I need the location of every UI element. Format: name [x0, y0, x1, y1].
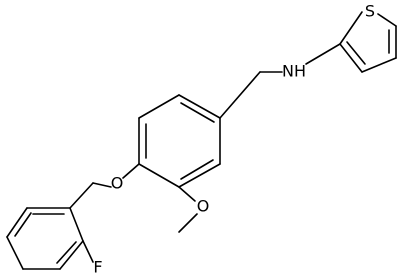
bond	[69, 207, 84, 242]
bond	[178, 163, 221, 188]
sulfur-atom-label: S	[365, 2, 375, 21]
double-bond-inner	[14, 212, 32, 237]
bond	[178, 94, 221, 119]
thiophene-ring	[339, 11, 397, 73]
bond	[361, 57, 397, 73]
bond	[6, 207, 28, 238]
bond	[219, 71, 261, 119]
benzyloxy-linker	[69, 163, 140, 209]
bond	[122, 163, 140, 179]
bond	[305, 43, 341, 65]
methoxy-oxygen-label: O	[197, 197, 210, 216]
bond	[339, 11, 363, 45]
fluorobenzene-ring	[6, 207, 94, 270]
bond	[178, 186, 196, 202]
methoxy-group	[178, 186, 198, 233]
bond	[59, 240, 84, 270]
amine-linker	[219, 43, 341, 119]
bond	[92, 182, 112, 188]
bond	[178, 213, 198, 233]
bond	[138, 163, 180, 188]
bond	[69, 182, 94, 209]
fluorine-atom-label: F	[93, 258, 102, 277]
double-bond-inner	[180, 159, 214, 180]
double-bond-inner	[346, 41, 366, 65]
atom-labels: S NH O O F	[93, 2, 375, 277]
bond	[138, 94, 180, 119]
bond	[6, 236, 24, 270]
bond	[377, 13, 397, 27]
ether-oxygen-label: O	[111, 174, 124, 193]
central-benzene-ring	[138, 94, 221, 188]
nitrogen-atom-label: NH	[282, 62, 306, 81]
bond	[82, 240, 94, 263]
double-bond-inner	[56, 241, 77, 264]
bond	[339, 43, 363, 73]
double-bond-inner	[180, 102, 215, 123]
